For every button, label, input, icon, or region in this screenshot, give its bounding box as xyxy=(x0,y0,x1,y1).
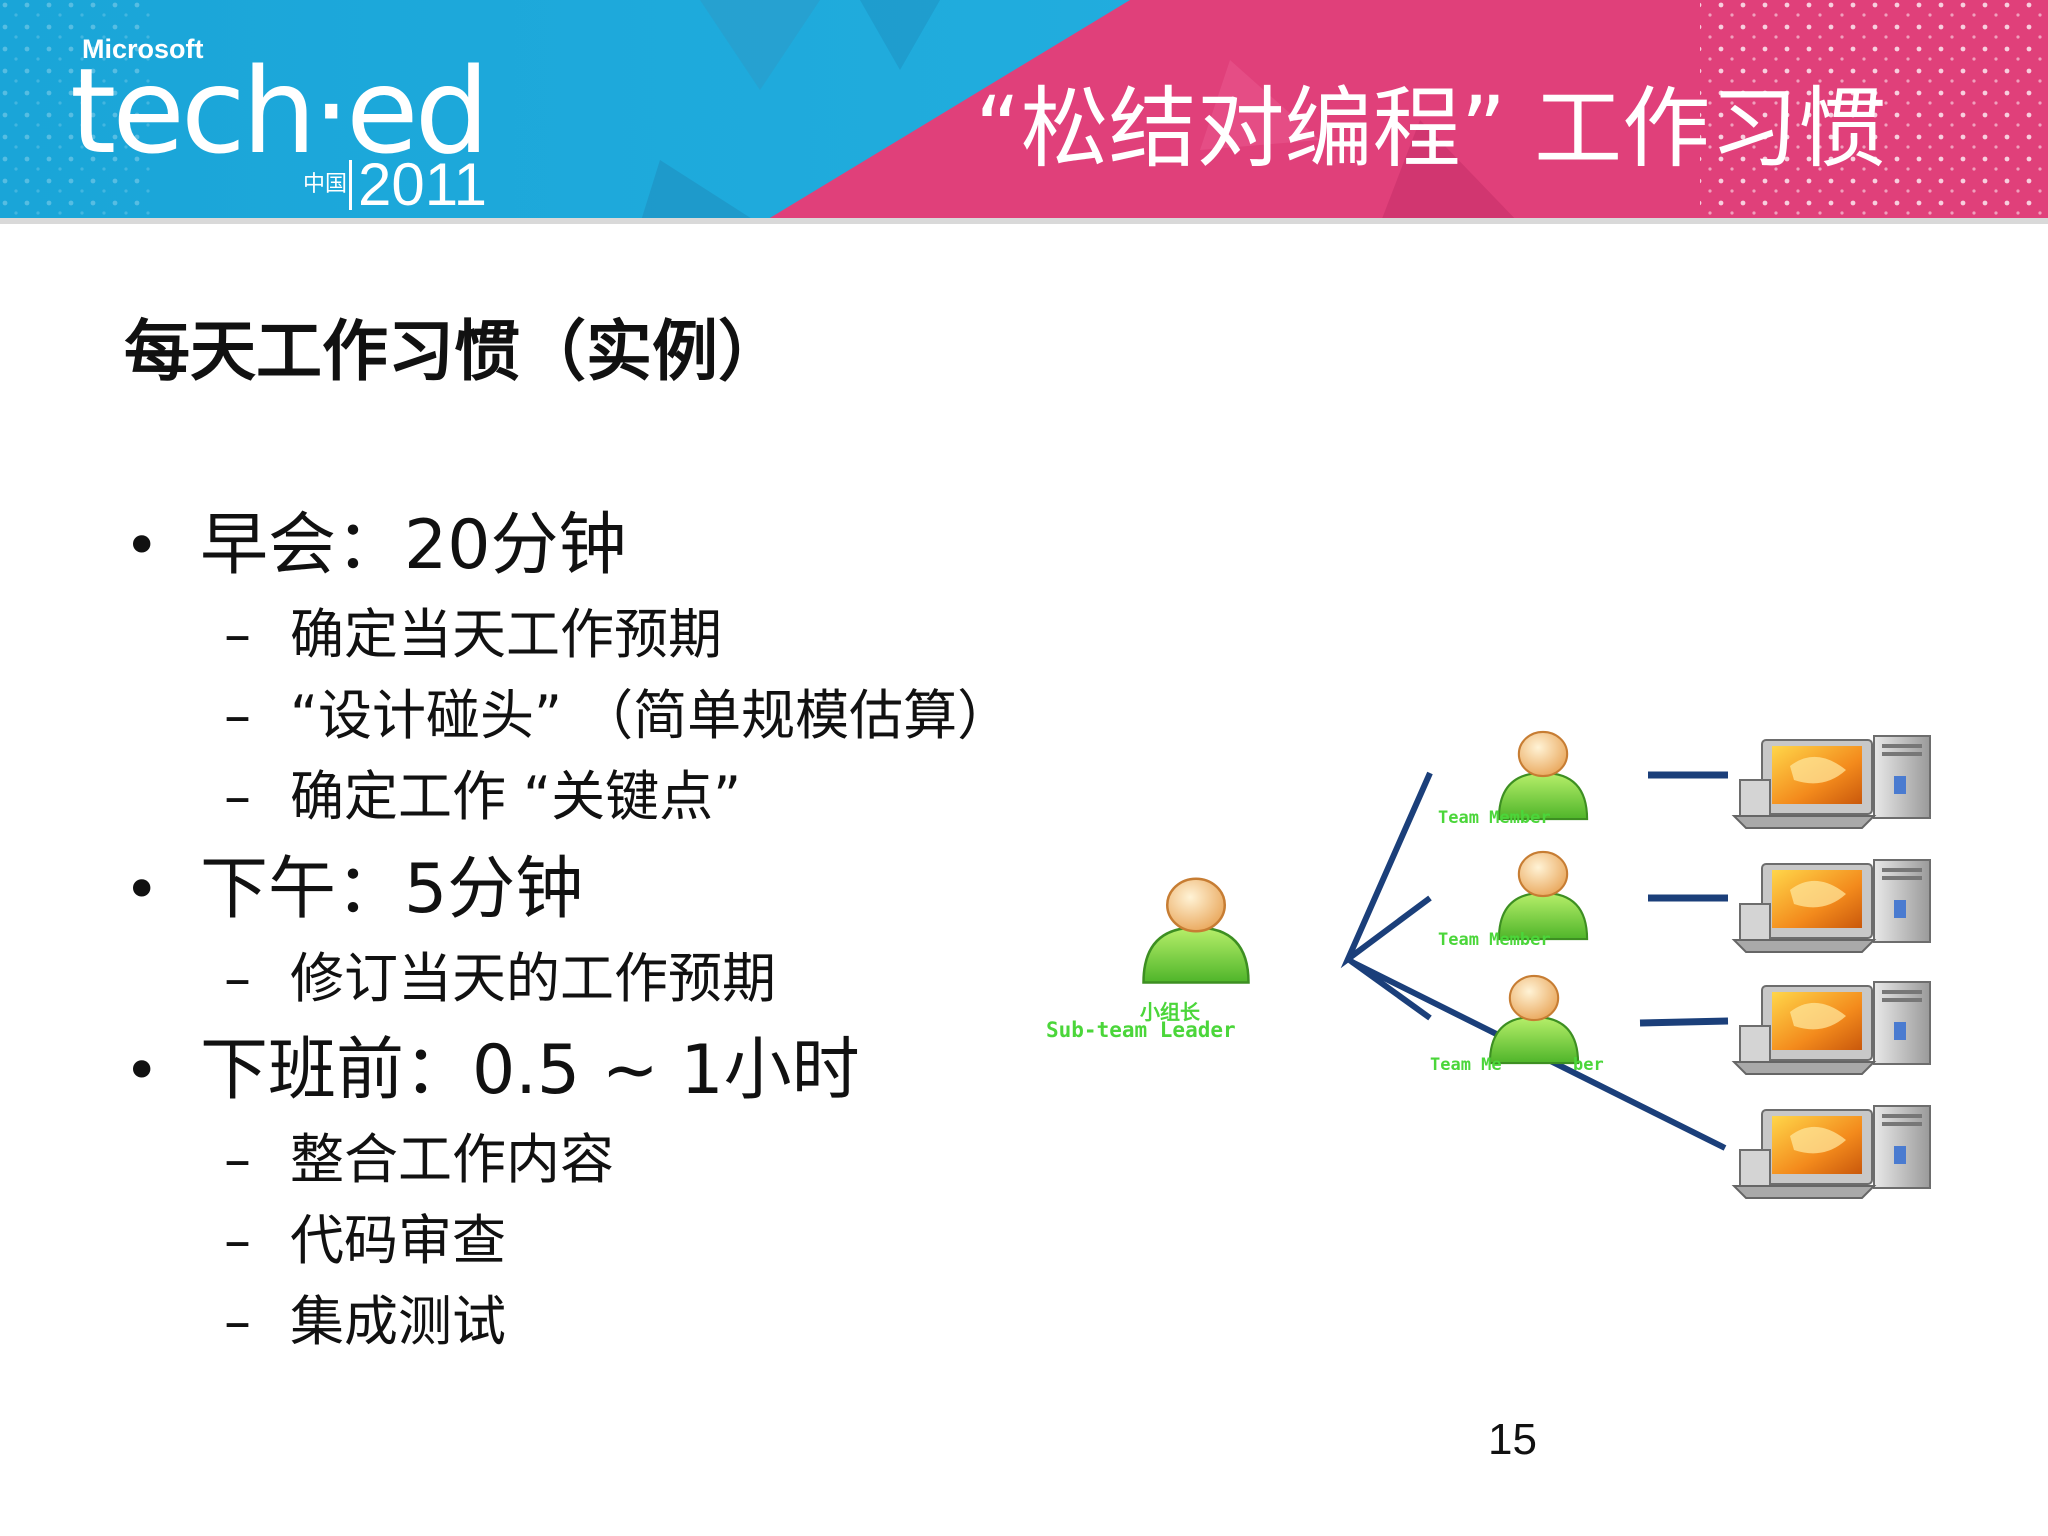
sub-bullet-label: 整合工作内容 xyxy=(290,1128,614,1191)
bullet-label: 下班前：0.5 ~ 1小时 xyxy=(200,1031,860,1110)
sub-bullet-label: 确定工作 “关键点” xyxy=(290,765,742,828)
bullet-dot-icon: • xyxy=(124,855,160,925)
brand-logo-region: 中国 xyxy=(303,172,348,197)
computer-icon xyxy=(1733,981,1931,1075)
computer-icon xyxy=(1733,735,1931,829)
connector-lines xyxy=(1340,771,1729,1151)
sub-bullet: – 修订当天的工作预期 xyxy=(224,946,776,1012)
brand-logo-divider xyxy=(349,160,352,210)
dash-icon: – xyxy=(224,765,251,828)
dash-icon: – xyxy=(224,1128,251,1191)
member-avatar-icon xyxy=(1497,730,1589,821)
bullet-dot-icon: • xyxy=(124,1036,160,1106)
member-avatar-icon xyxy=(1488,974,1580,1065)
sub-bullet-label: 代码审查 xyxy=(290,1209,506,1272)
computer-icon xyxy=(1733,1105,1931,1199)
sub-bullet-label: 集成测试 xyxy=(290,1290,506,1353)
dash-icon: – xyxy=(224,947,251,1010)
bullet-afternoon: • 下午：5分钟 xyxy=(124,850,584,930)
section-heading: 每天工作习惯（实例） xyxy=(124,313,784,390)
sub-bullet-label: 修订当天的工作预期 xyxy=(290,947,776,1010)
member-label: Team Member xyxy=(1438,930,1551,950)
sub-bullet-label: 确定当天工作预期 xyxy=(290,603,722,666)
team-diagram: 小组长 Sub-team Leader Team Member Team Mem… xyxy=(1030,700,2030,1220)
team-diagram-graphics xyxy=(1142,730,1931,1199)
banner-background xyxy=(0,0,2048,224)
member-label-tail: ber xyxy=(1573,1055,1604,1075)
dash-icon: – xyxy=(224,684,251,747)
computer-icon xyxy=(1733,859,1931,953)
sub-bullet: – 整合工作内容 xyxy=(224,1127,614,1193)
brand-logo-microsoft: Microsoft xyxy=(82,34,204,64)
bullet-morning: • 早会：20分钟 xyxy=(124,506,627,586)
leader-label-en: Sub-team Leader xyxy=(1046,1018,1236,1042)
member-avatar-icon xyxy=(1497,850,1589,941)
sub-bullet: – 代码审查 xyxy=(224,1208,506,1274)
sub-bullet: – 集成测试 xyxy=(224,1289,506,1355)
page-number: 15 xyxy=(1488,1415,1537,1464)
dash-icon: – xyxy=(224,603,251,666)
brand-logo-teched: tech·ed xyxy=(70,42,490,180)
member-label: Team Member xyxy=(1438,808,1551,828)
dash-icon: – xyxy=(224,1290,251,1353)
header-banner: Microsoft tech·ed 中国 2011 “松结对编程” 工作习惯 xyxy=(0,0,2048,224)
bullet-dot-icon: • xyxy=(124,511,160,581)
sub-bullet: – 确定当天工作预期 xyxy=(224,602,722,668)
brand-logo-year: 2011 xyxy=(358,151,488,218)
bullet-label: 下午：5分钟 xyxy=(200,850,584,929)
sub-bullet: – 确定工作 “关键点” xyxy=(224,764,742,830)
slide-title: “松结对编程” 工作习惯 xyxy=(975,77,1887,180)
bullet-label: 早会：20分钟 xyxy=(200,506,627,585)
sub-bullet-label: “设计碰头” （简单规模估算） xyxy=(290,684,1012,747)
leader-avatar-icon xyxy=(1142,877,1250,984)
dash-icon: – xyxy=(224,1209,251,1272)
member-label-partial: Team Me xyxy=(1430,1055,1502,1075)
sub-bullet: – “设计碰头” （简单规模估算） xyxy=(224,683,1012,749)
bullet-evening: • 下班前：0.5 ~ 1小时 xyxy=(124,1031,860,1111)
leader-label-cn: 小组长 xyxy=(1140,1000,1200,1024)
